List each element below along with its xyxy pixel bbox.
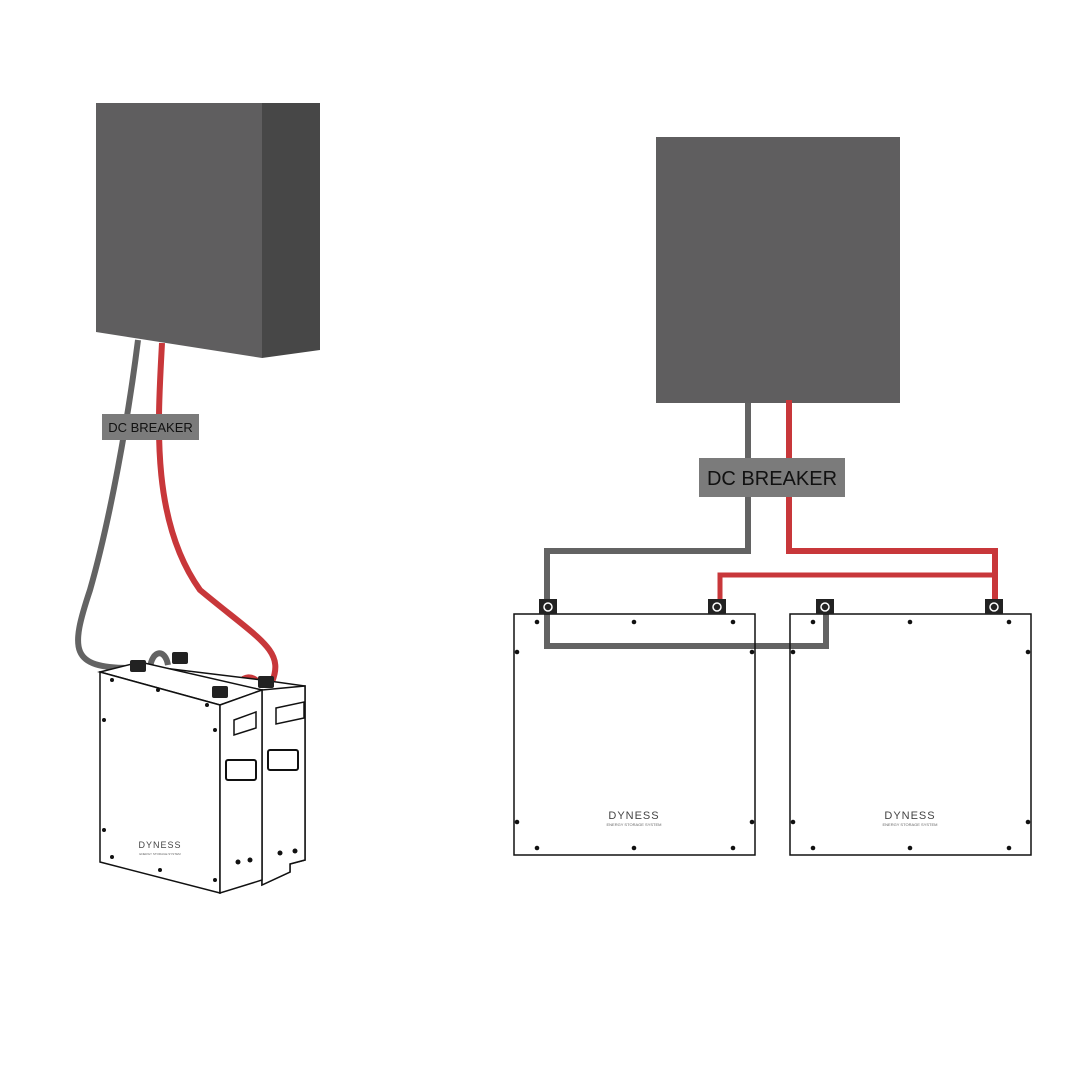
left-negative-cable	[75, 339, 171, 671]
right-battery-1-subtitle: ENERGY STORAGE SYSTEM	[607, 822, 662, 827]
left-inverter	[96, 103, 320, 358]
right-negative-cable	[544, 403, 829, 649]
left-battery-subtitle: ENERGY STORAGE SYSTEM	[139, 852, 181, 856]
left-battery-logo: DYNESS	[138, 840, 181, 850]
left-dc-breaker: DC BREAKER	[102, 414, 199, 440]
right-dc-breaker: DC BREAKER	[699, 458, 845, 497]
right-battery-1: DYNESS ENERGY STORAGE SYSTEM	[513, 613, 756, 856]
right-positive-jumper	[717, 572, 995, 608]
terminal-icon	[985, 599, 1003, 614]
left-screws	[102, 678, 298, 882]
right-terminals	[539, 599, 1003, 614]
right-battery-2-logo: DYNESS	[884, 810, 935, 822]
right-battery-2-subtitle: ENERGY STORAGE SYSTEM	[883, 822, 938, 827]
left-terminals	[130, 652, 274, 698]
right-battery-2: DYNESS ENERGY STORAGE SYSTEM	[789, 613, 1032, 856]
right-dc-breaker-label: DC BREAKER	[707, 468, 837, 490]
terminal-icon	[816, 599, 834, 614]
left-positive-cable	[155, 342, 279, 684]
left-dc-breaker-label: DC BREAKER	[108, 420, 193, 435]
left-battery-stack	[97, 661, 306, 895]
right-inverter	[656, 137, 900, 403]
terminal-icon	[708, 599, 726, 614]
terminal-icon	[539, 599, 557, 614]
right-battery-1-logo: DYNESS	[608, 810, 659, 822]
